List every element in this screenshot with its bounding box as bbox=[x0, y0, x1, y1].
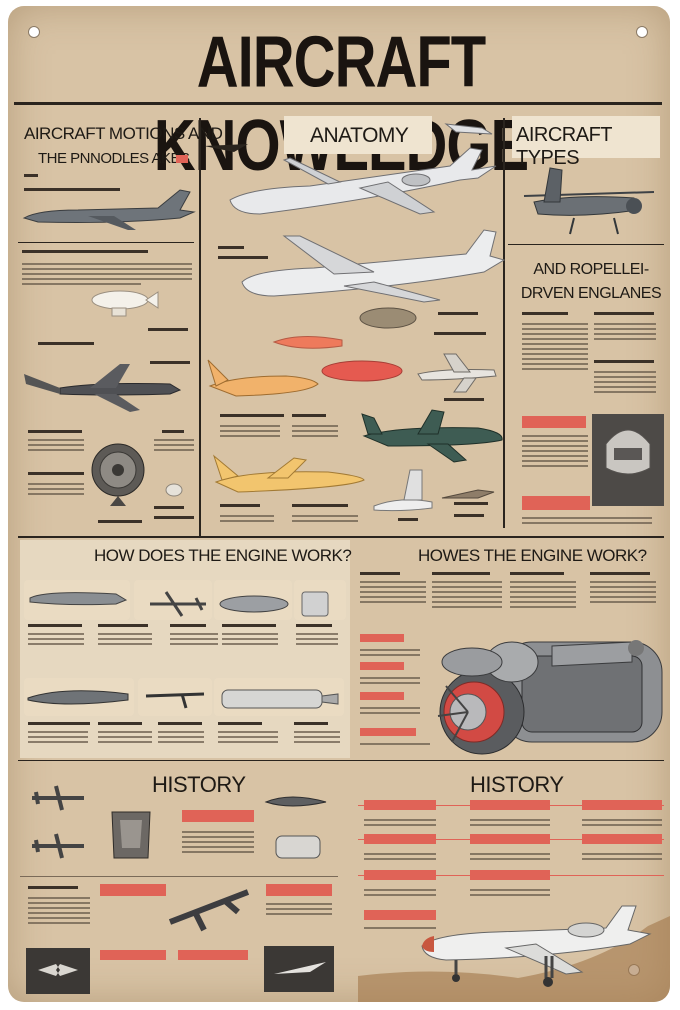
anatomy-banner bbox=[284, 116, 432, 154]
small-jet-icon bbox=[417, 353, 497, 393]
history-emblem-panel bbox=[26, 948, 90, 994]
motions-subheading: THE PNNODLES AKES bbox=[38, 150, 190, 167]
mount-hole-top-right bbox=[636, 26, 648, 38]
column-divider-right bbox=[503, 118, 505, 528]
wing-emblem-icon bbox=[38, 964, 78, 976]
engine-left-heading: HOW DOES THE ENGINE WORK? bbox=[94, 546, 352, 565]
nose-cone-icon bbox=[272, 335, 343, 349]
column-divider-left bbox=[199, 118, 201, 538]
history-jet-2-icon bbox=[32, 833, 84, 859]
history-left-heading: HISTORY bbox=[152, 772, 246, 797]
business-jet-illustration bbox=[421, 905, 652, 987]
probe-icon bbox=[441, 489, 495, 499]
engine-diagram-1-icon bbox=[29, 592, 128, 606]
motions-tag bbox=[176, 155, 188, 163]
types-tag-2 bbox=[522, 496, 590, 510]
title-divider bbox=[14, 102, 662, 105]
history-right-heading: HISTORY bbox=[470, 772, 564, 797]
types-banner bbox=[512, 116, 660, 158]
lower-divider bbox=[18, 760, 664, 761]
engine-diagram-3-icon bbox=[219, 595, 289, 613]
types-divider bbox=[508, 244, 664, 245]
engine-diagram-5-icon bbox=[27, 690, 129, 705]
history-engine-icon bbox=[111, 811, 151, 859]
history-left-tag-2 bbox=[100, 884, 166, 896]
anatomy-heading: ANATOMY bbox=[310, 124, 409, 147]
history-left-tag-1 bbox=[182, 810, 254, 822]
types-tag-1 bbox=[522, 416, 586, 428]
engine-diagram-6-icon bbox=[145, 692, 205, 709]
pilot-helmet-icon bbox=[592, 414, 664, 506]
turbofan-icon bbox=[91, 443, 145, 506]
engine-diagram-7-icon bbox=[221, 689, 339, 709]
red-fuselage-icon bbox=[321, 360, 403, 382]
propeller-plane-icon bbox=[24, 364, 182, 412]
engine-right-heading: HOWES THE ENGINE WORK? bbox=[418, 546, 647, 565]
airship-icon bbox=[91, 290, 159, 317]
motions-divider bbox=[18, 242, 194, 243]
green-jet-icon bbox=[361, 409, 503, 463]
airliner-side-icon bbox=[241, 229, 506, 303]
seaplane-icon bbox=[359, 307, 417, 329]
types-heading: AIRCRAFT TYPES bbox=[516, 124, 612, 169]
poster: AIRCRAFT KNOWLEDGE AIRCRAFT MOTIONS AND … bbox=[8, 6, 670, 1002]
history-jet-1-icon bbox=[32, 785, 84, 811]
history-plane-4-icon bbox=[275, 835, 321, 859]
engine-diagram-2-icon bbox=[150, 591, 206, 617]
airliner-top-icon bbox=[229, 123, 497, 215]
history-plane-6-icon bbox=[274, 962, 326, 974]
yellow-jet-icon bbox=[212, 454, 365, 493]
history-left-tag-3 bbox=[266, 884, 332, 896]
jet-engine-illustration bbox=[437, 640, 663, 755]
sphere-icon bbox=[165, 483, 183, 497]
history-jet-5-icon bbox=[168, 889, 250, 932]
mount-hole-top-left bbox=[28, 26, 40, 38]
engine-left-panel bbox=[20, 540, 350, 758]
history-plane-3-icon bbox=[264, 796, 327, 807]
engine-diagram-4-icon bbox=[301, 591, 329, 617]
flag-marker-icon bbox=[204, 144, 248, 152]
middle-divider bbox=[18, 536, 664, 538]
jet-side-icon bbox=[22, 189, 196, 230]
tail-fin-icon bbox=[373, 469, 433, 512]
terrain-decoration bbox=[358, 916, 670, 1002]
orange-jet-icon bbox=[207, 359, 319, 397]
propeller-heading: AND ROPELLEI- DRVEN ENGLANES bbox=[520, 261, 662, 302]
tiltrotor-icon bbox=[523, 167, 655, 235]
motions-heading: AIRCRAFT MOTIONS AND bbox=[24, 124, 223, 143]
